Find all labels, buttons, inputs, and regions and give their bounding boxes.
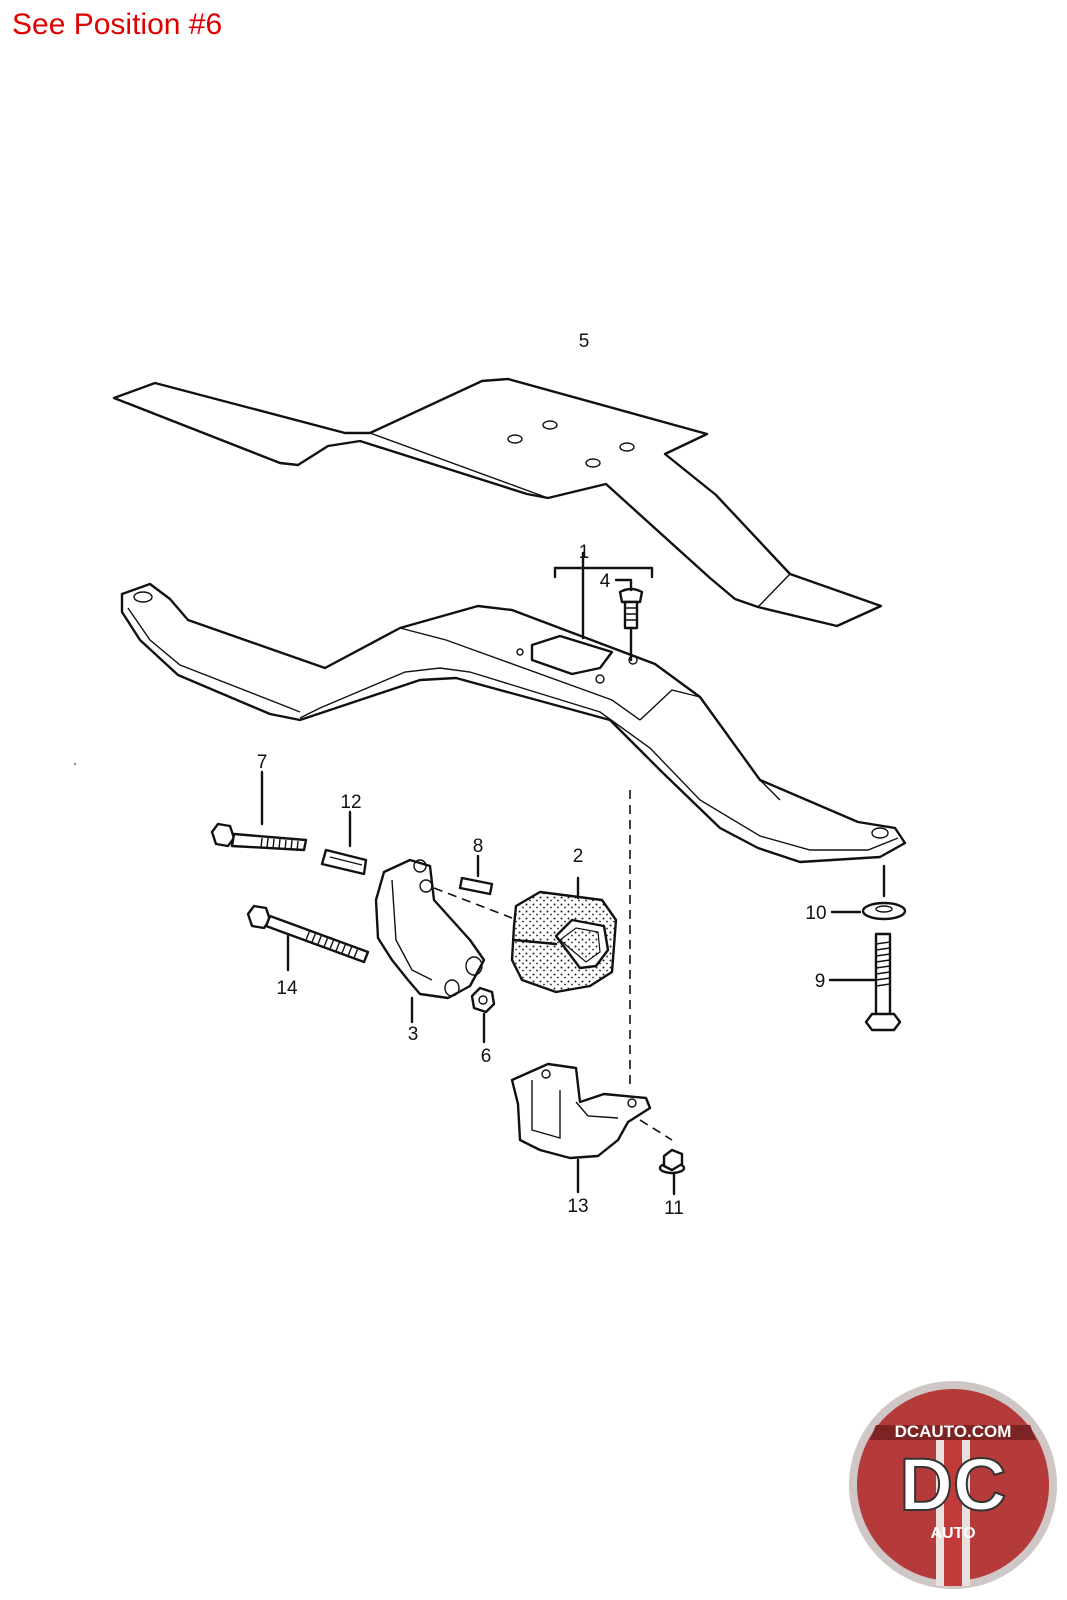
logo-banner [870, 1425, 1036, 1440]
part-7-bolt [210, 770, 308, 852]
callout-13: 13 [567, 1196, 588, 1217]
callout-4: 4 [600, 571, 611, 592]
part-6-nut [470, 986, 496, 1044]
caption-see-position: See Position #6 [12, 8, 223, 41]
logo-word: AUTO [930, 1525, 975, 1542]
callout-1-bracket [553, 551, 654, 640]
logo-monogram: DC [900, 1443, 1007, 1526]
dcauto-logo: DCAUTO.COM DC AUTO [849, 1381, 1057, 1589]
callout-14: 14 [276, 978, 298, 999]
part-10-washer [830, 864, 907, 921]
part-5-plate [112, 377, 883, 628]
callout-3: 3 [408, 1024, 419, 1045]
part-8-pin [458, 854, 494, 896]
callout-1: 1 [579, 542, 590, 563]
callout-8: 8 [473, 836, 484, 857]
callout-7: 7 [257, 752, 268, 773]
callout-10: 10 [805, 903, 826, 924]
part-3-bracket [374, 858, 486, 1024]
callout-labels: 1 2 3 4 5 6 7 8 9 10 11 12 13 14 [257, 331, 827, 1219]
part-12-sleeve [320, 810, 368, 876]
part-14-bolt [246, 904, 370, 972]
part-13-lower-bracket [510, 1062, 652, 1194]
callout-12: 12 [340, 792, 361, 813]
callout-2: 2 [573, 846, 584, 867]
logo-site-text: DCAUTO.COM [895, 1422, 1012, 1441]
callout-5: 5 [579, 331, 590, 352]
logo-stripe-inner [944, 1440, 962, 1586]
part-1-crossmember [120, 582, 907, 864]
assembly-line-13-11 [639, 1119, 673, 1141]
speck [73, 762, 77, 766]
part-9-bolt [828, 932, 902, 1032]
part-2-rubber-mount [510, 876, 618, 994]
part-4-stud [614, 578, 644, 662]
callout-11: 11 [664, 1198, 684, 1219]
part-11-flange-nut [658, 1148, 686, 1196]
callout-6: 6 [481, 1046, 492, 1067]
callout-9: 9 [815, 971, 826, 992]
